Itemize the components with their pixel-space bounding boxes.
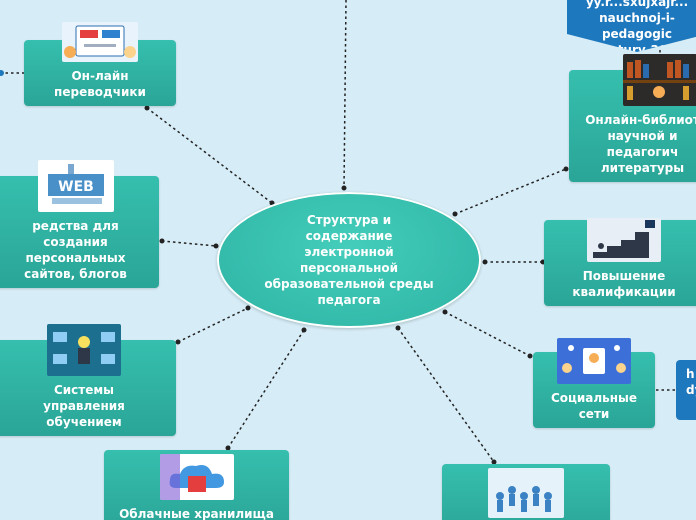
lms-illustration-icon xyxy=(47,324,121,376)
node-lms[interactable]: Системы управления обучением xyxy=(0,324,176,436)
left-edge-endpoint xyxy=(0,70,4,76)
callout-line: nauchnoj-i-pedagogic xyxy=(599,11,675,41)
node-label: Системы управления обучением xyxy=(43,383,125,429)
callout-line: literatury-28863 xyxy=(581,43,693,57)
node-label: Облачные хранилища xyxy=(119,507,274,520)
node-social-networks[interactable]: Социальные сети xyxy=(533,338,655,428)
node-cloud-storage[interactable]: Облачные хранилища xyxy=(104,450,289,520)
node-label: Онлайн-библиот научной и педагогич литер… xyxy=(585,113,696,175)
connector-library xyxy=(454,168,567,215)
callout-text: h dy xyxy=(686,367,696,397)
callout-line: yy.r...sxujxajr... xyxy=(585,0,689,9)
node-label: Повышение квалификации xyxy=(572,269,676,299)
svg-text:WEB: WEB xyxy=(58,179,94,195)
node-online-translators[interactable]: Он-лайн переводчики xyxy=(24,22,176,106)
site-builder-illustration-icon: WEB xyxy=(37,160,114,212)
connector-top xyxy=(343,0,347,189)
node-qualification[interactable]: Повышение квалификации xyxy=(544,218,696,306)
node-online-library[interactable]: Онлайн-библиот научной и педагогич литер… xyxy=(569,54,696,182)
node-label: Социальные сети xyxy=(550,391,638,421)
connector-cloud xyxy=(227,329,305,449)
library-illustration-icon xyxy=(623,54,696,106)
node-site-builders[interactable]: WEB редства для создания персональных са… xyxy=(0,160,159,288)
connector-social xyxy=(444,311,531,357)
node-label: редства для создания персональных сайтов… xyxy=(24,219,127,281)
node-label: Он-лайн переводчики xyxy=(54,69,146,99)
social-network-illustration-icon xyxy=(557,338,631,384)
connector-site-builders xyxy=(161,240,217,247)
node-bottom[interactable] xyxy=(442,464,610,520)
connector-translators xyxy=(146,107,273,204)
social-link-callout[interactable]: h dy xyxy=(676,360,696,420)
translator-illustration-icon xyxy=(62,22,138,62)
career-stairs-illustration-icon xyxy=(587,218,661,262)
central-topic[interactable]: Структура и содержание электронной персо… xyxy=(217,192,481,328)
connector-lms xyxy=(177,307,249,343)
cloud-storage-illustration-icon xyxy=(159,454,234,500)
central-topic-label: Структура и содержание электронной персо… xyxy=(264,213,434,307)
connector-bottom xyxy=(397,327,495,463)
crowd-illustration-icon xyxy=(488,468,564,518)
